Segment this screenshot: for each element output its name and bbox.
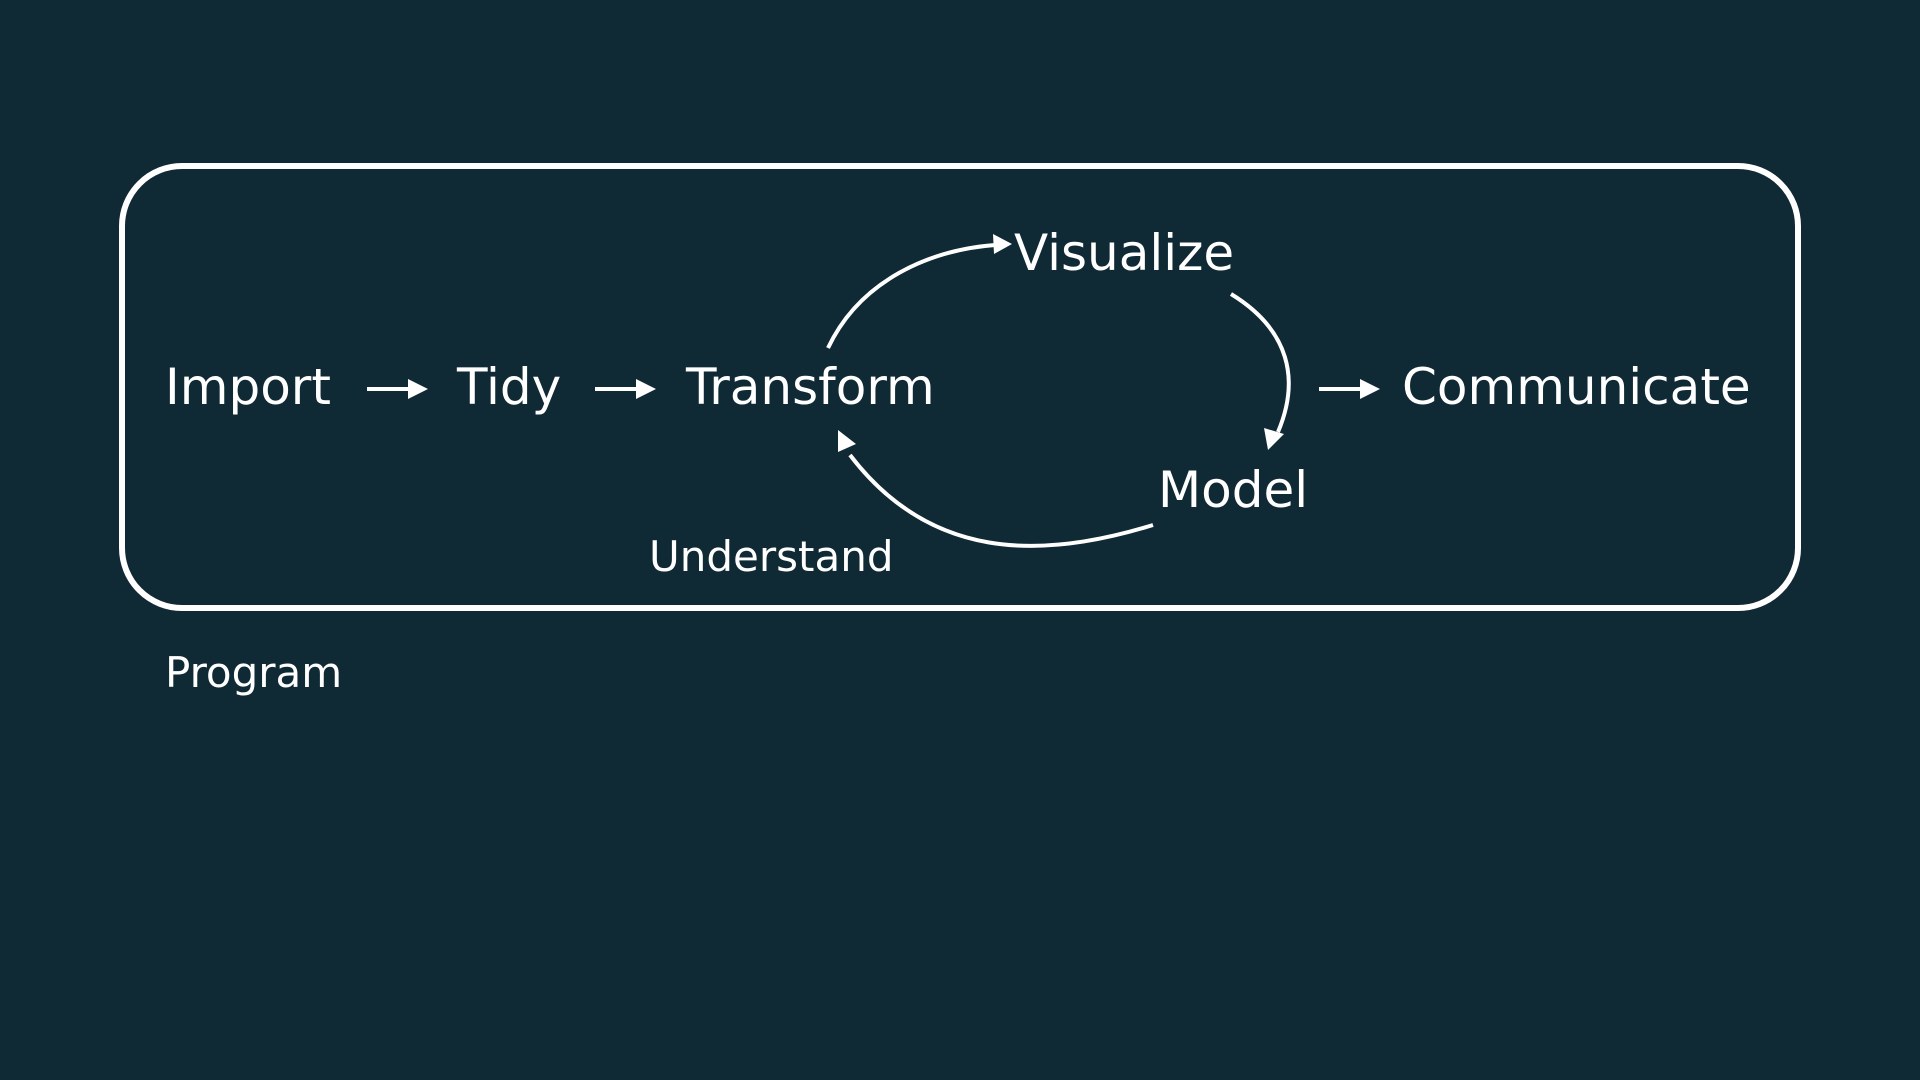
frame-label-program: Program <box>165 648 343 697</box>
node-visualize: Visualize <box>1014 224 1235 282</box>
arrow-tidy-to-transform <box>595 379 656 399</box>
cycle-label-understand: Understand <box>649 532 894 581</box>
node-import: Import <box>165 358 331 416</box>
arrow-to-communicate <box>1319 379 1380 399</box>
arrow-model-to-transform <box>838 430 1154 548</box>
arrow-import-to-tidy <box>367 379 428 399</box>
node-communicate: Communicate <box>1402 358 1751 416</box>
node-model: Model <box>1158 461 1309 519</box>
arrow-transform-to-visualize <box>826 234 1012 349</box>
program-frame <box>119 163 1801 611</box>
node-transform: Transform <box>686 358 935 416</box>
node-tidy: Tidy <box>457 358 562 416</box>
arrow-visualize-to-model <box>1229 292 1291 450</box>
